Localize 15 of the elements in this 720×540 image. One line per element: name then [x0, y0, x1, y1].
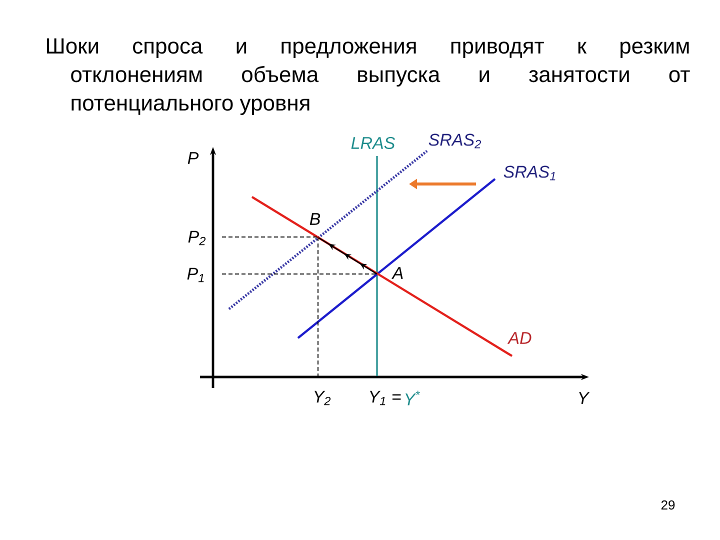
axis-label: P: [188, 152, 199, 164]
curve-label: AD: [507, 332, 532, 344]
axis-label: Y$_{2}$: [314, 390, 331, 406]
page-number: 29: [661, 500, 675, 510]
curve-label: SRAS$_{2}$: [428, 134, 482, 148]
axis-label: P$_{2}$: [188, 230, 206, 246]
axis-label: Y$_{1}$ =: [370, 390, 401, 406]
point-label: A: [392, 267, 403, 279]
curve-label: SRAS$_{1}$: [504, 166, 556, 180]
axis-label: P$_{1}$: [187, 268, 204, 282]
axis-label: Y$^{*}$: [405, 390, 420, 406]
axis-label: Y: [579, 392, 590, 404]
point-label: B: [310, 213, 320, 225]
curve-label: LRAS: [351, 136, 396, 150]
title: Шоки спроса и предложения приводят к резким отклонениям объема выпуска и занятости от потенциального уровня: [47, 38, 690, 116]
